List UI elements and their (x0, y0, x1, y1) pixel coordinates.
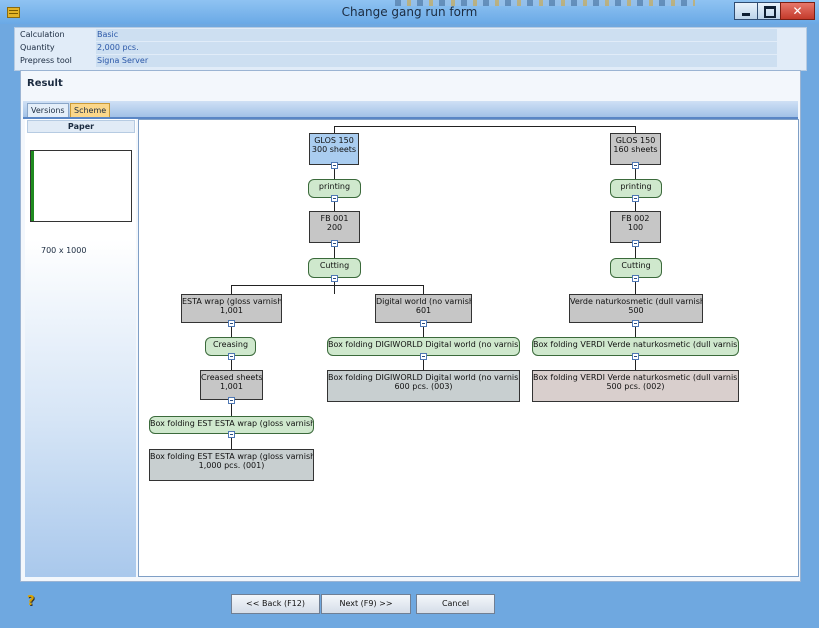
scheme-diagram: GLOS 150 300 sheets printing FB 001 200 … (138, 119, 799, 577)
product-node-esta-wrap[interactable]: ESTA wrap (gloss varnish) 1,001 (181, 294, 282, 323)
collapse-icon[interactable] (632, 353, 639, 360)
help-icon[interactable]: ? (27, 594, 35, 609)
node-title: Box folding VERDI Verde naturkosmetic (d… (533, 340, 739, 349)
close-icon: ✕ (792, 4, 803, 18)
node-value: 500 pcs. (002) (606, 382, 665, 391)
node-title: GLOS 150 (615, 136, 656, 145)
info-row-calculation: Calculation Basic (15, 29, 806, 42)
node-title: Box folding EST ESTA wrap (gloss varnish… (150, 419, 314, 428)
minimize-button[interactable] (734, 2, 758, 20)
collapse-icon[interactable] (228, 320, 235, 327)
collapse-icon[interactable] (632, 162, 639, 169)
tab-divider (23, 117, 798, 119)
result-node-box-folding-digiworld[interactable]: Box folding DIGIWORLD Digital world (no … (327, 370, 520, 402)
paper-size: 700 x 1000 (41, 246, 87, 255)
info-row-quantity: Quantity 2,000 pcs. (15, 42, 806, 55)
collapse-icon[interactable] (331, 240, 338, 247)
node-title: Box folding DIGIWORLD Digital world (no … (328, 340, 520, 349)
node-title: Digital world (no varnish) (376, 297, 472, 306)
cancel-button[interactable]: Cancel (416, 594, 495, 614)
node-title: FB 001 (320, 214, 349, 223)
quick-access-toolbar (395, 0, 695, 6)
node-value: 601 (415, 306, 432, 315)
connector (231, 285, 424, 294)
title-bar: Change gang run form ✕ (0, 0, 819, 24)
node-title: printing (620, 182, 652, 191)
form-node-fb-002[interactable]: FB 002 100 (610, 211, 661, 243)
window-title: Change gang run form (341, 5, 478, 19)
node-value: 1,000 pcs. (001) (198, 461, 265, 470)
back-button[interactable]: << Back (F12) (231, 594, 320, 614)
node-title: FB 002 (621, 214, 650, 223)
node-value: 600 pcs. (003) (394, 382, 453, 391)
node-title: Verde naturkosmetic (dull varnish) (570, 297, 703, 306)
paper-node-glos-150[interactable]: GLOS 150 300 sheets (309, 133, 359, 165)
result-title: Result (27, 78, 63, 89)
info-row-prepress-tool: Prepress tool Signa Server (15, 55, 806, 68)
node-value: 100 (627, 223, 644, 232)
info-value: Signa Server (96, 55, 777, 67)
paper-node-glos-150-right[interactable]: GLOS 150 160 sheets (610, 133, 661, 165)
paper-preview[interactable] (30, 150, 132, 222)
tab-scheme[interactable]: Scheme (70, 103, 111, 118)
product-node-digital-world[interactable]: Digital world (no varnish) 601 (375, 294, 472, 323)
node-title: Creasing (212, 340, 249, 349)
node-value: 1,001 (220, 382, 243, 391)
info-panel: Calculation Basic Quantity 2,000 pcs. Pr… (14, 27, 807, 71)
node-title: Box folding VERDI Verde naturkosmetic (d… (533, 373, 739, 382)
product-node-verde-naturkosmetic[interactable]: Verde naturkosmetic (dull varnish) 500 (569, 294, 703, 323)
next-button[interactable]: Next (F9) >> (321, 594, 411, 614)
info-value: 2,000 pcs. (96, 42, 777, 54)
paper-header: Paper (27, 120, 135, 133)
connector (334, 126, 636, 133)
node-value: 300 sheets (311, 145, 357, 154)
collapse-icon[interactable] (228, 353, 235, 360)
node-value: 160 sheets (613, 145, 658, 154)
info-label: Prepress tool (20, 55, 95, 67)
node-title: Cutting (621, 261, 651, 270)
node-title: GLOS 150 (314, 136, 354, 145)
node-value: 1,001 (220, 306, 243, 315)
result-panel: Result Versions Scheme Paper 700 x 1000 (20, 70, 801, 582)
maximize-button[interactable] (757, 2, 781, 20)
collapse-icon[interactable] (331, 162, 338, 169)
info-label: Calculation (20, 29, 95, 41)
process-node-cutting[interactable]: Cutting (308, 258, 361, 278)
tab-versions[interactable]: Versions (27, 103, 69, 118)
collapse-icon[interactable] (331, 275, 338, 282)
collapse-icon[interactable] (228, 397, 235, 404)
node-title: ESTA wrap (gloss varnish) (182, 297, 282, 306)
collapse-icon[interactable] (420, 320, 427, 327)
result-node-box-folding-est[interactable]: Box folding EST ESTA wrap (gloss varnish… (149, 449, 314, 481)
node-value: 200 (326, 223, 343, 232)
result-node-box-folding-verdi[interactable]: Box folding VERDI Verde naturkosmetic (d… (532, 370, 739, 402)
collapse-icon[interactable] (420, 353, 427, 360)
close-button[interactable]: ✕ (780, 2, 815, 20)
info-value: Basic (96, 29, 777, 41)
node-title: printing (318, 182, 351, 191)
node-title: Box folding EST ESTA wrap (gloss varnish… (150, 452, 314, 461)
product-node-creased-sheets[interactable]: Creased sheets 1,001 (200, 370, 263, 400)
collapse-icon[interactable] (632, 320, 639, 327)
form-node-fb-001[interactable]: FB 001 200 (309, 211, 360, 243)
tab-strip (23, 101, 798, 118)
node-title: Creased sheets (201, 373, 263, 382)
collapse-icon[interactable] (632, 195, 639, 202)
paper-pane: Paper 700 x 1000 (25, 119, 136, 577)
node-title: Box folding DIGIWORLD Digital world (no … (328, 373, 520, 382)
node-title: Cutting (319, 261, 350, 270)
scheme-connectors (231, 126, 636, 449)
node-value: 500 (628, 306, 644, 315)
collapse-icon[interactable] (228, 431, 235, 438)
collapse-icon[interactable] (331, 195, 338, 202)
collapse-icon[interactable] (632, 240, 639, 247)
app-icon[interactable] (7, 7, 20, 18)
info-label: Quantity (20, 42, 95, 54)
collapse-icon[interactable] (632, 275, 639, 282)
